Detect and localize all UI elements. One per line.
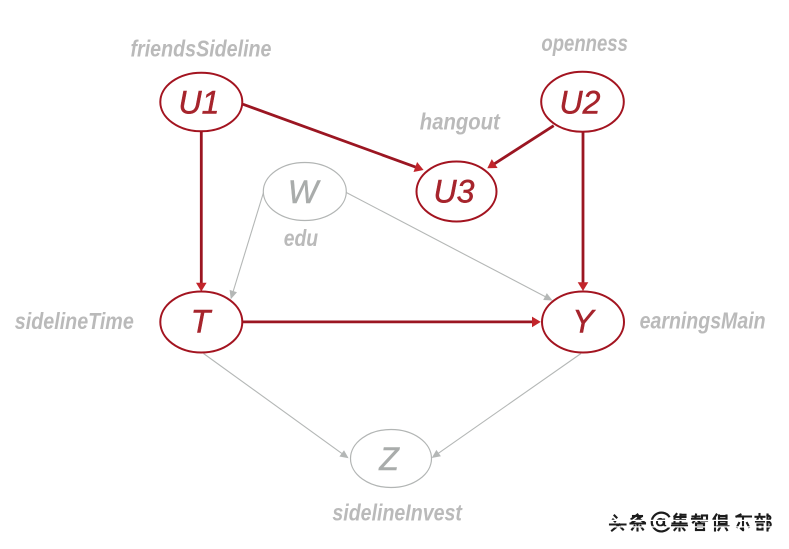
svg-text:Y: Y	[572, 304, 596, 340]
svg-text:openness: openness	[541, 30, 628, 56]
svg-text:sidelineInvest: sidelineInvest	[332, 500, 463, 526]
svg-text:friendsSideline: friendsSideline	[131, 36, 272, 62]
svg-text:U1: U1	[179, 85, 220, 121]
svg-text:U3: U3	[434, 174, 475, 210]
svg-text:sidelineTime: sidelineTime	[15, 308, 134, 334]
svg-text:T: T	[191, 304, 213, 340]
svg-text:edu: edu	[284, 225, 318, 251]
svg-text:hangout: hangout	[420, 109, 501, 135]
svg-text:earningsMain: earningsMain	[640, 308, 766, 334]
svg-text:U2: U2	[560, 85, 601, 121]
svg-text:Z: Z	[378, 441, 400, 477]
svg-text:W: W	[288, 174, 321, 210]
